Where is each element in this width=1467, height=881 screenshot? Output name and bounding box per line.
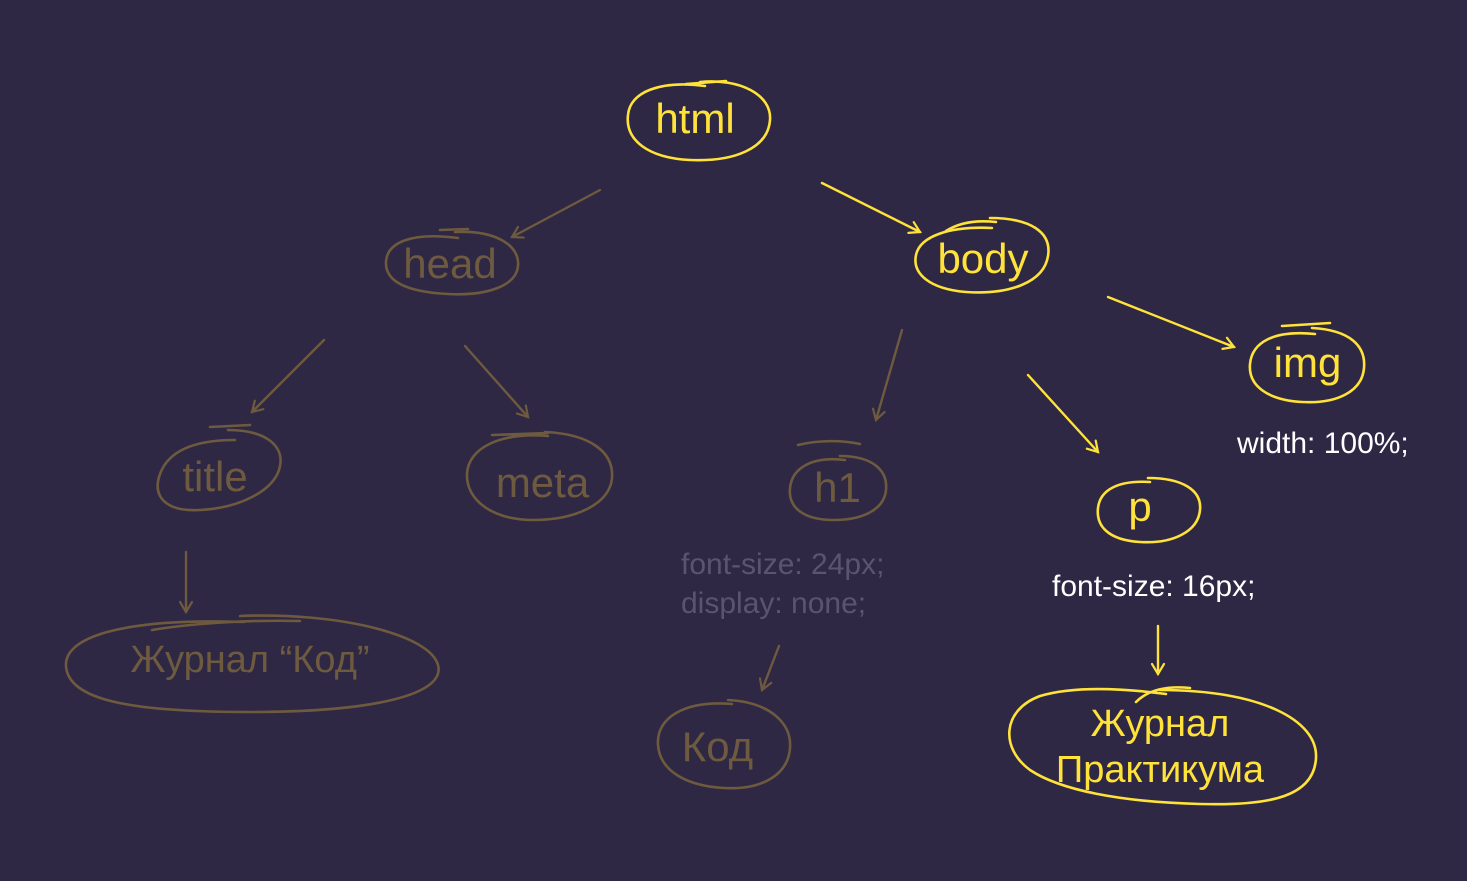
p-style-font-size: font-size: 16px; [1052,570,1256,603]
body-circle-tail [944,219,998,233]
body-circle [914,216,1050,294]
node-h1: h1 [814,464,861,511]
node-p-text: Журнал Практикума [1020,702,1300,793]
html-circle [626,80,772,162]
arrow-h1-text [758,644,781,692]
p-circle [1096,476,1202,544]
h1-style-font-size: font-size: 24px; [681,548,885,581]
arrow-html-body [820,181,922,234]
h1-styles: font-size: 24px; display: none; [681,545,884,623]
title-text-circle-tail [150,619,302,632]
node-head: head [403,240,497,287]
p-text-circle-tail [1134,686,1192,704]
node-meta: meta [495,459,590,506]
meta-circle-tail [490,431,550,437]
arrow-body-img [1106,295,1236,350]
arrow-body-p [1026,373,1100,454]
node-html: html [655,95,735,142]
node-p-text-line1: Журнал [1090,703,1230,745]
node-h1-text: Код [681,723,754,770]
arrow-body-h1 [871,328,904,423]
node-p: p [1128,483,1152,530]
p-styles: font-size: 16px; [1052,567,1255,606]
h1-text-circle [656,698,792,790]
p-text-circle [1008,687,1318,806]
title-text-circle [64,614,440,714]
img-styles: width: 100%; [1237,424,1409,463]
head-circle [384,230,520,296]
img-style-width: width: 100%; [1237,427,1409,460]
node-title: title [182,453,248,500]
meta-circle [465,430,614,522]
arrow-html-head [510,188,602,239]
h1-circle-tail [796,439,862,447]
img-circle-tail [1280,321,1332,328]
node-img: img [1273,339,1342,386]
node-p-text-line2: Практикума [1055,748,1265,791]
arrow-head-meta [463,344,530,419]
title-circle [156,428,282,512]
h1-circle [788,454,888,522]
title-circle-tail [208,423,252,429]
img-circle [1248,326,1366,404]
html-circle-tail [684,79,728,86]
head-circle-tail [438,227,470,232]
h1-style-display: display: none; [681,587,867,620]
arrow-head-title [250,338,326,414]
node-body: body [937,235,1029,282]
node-title-text: Журнал “Код” [130,639,370,681]
